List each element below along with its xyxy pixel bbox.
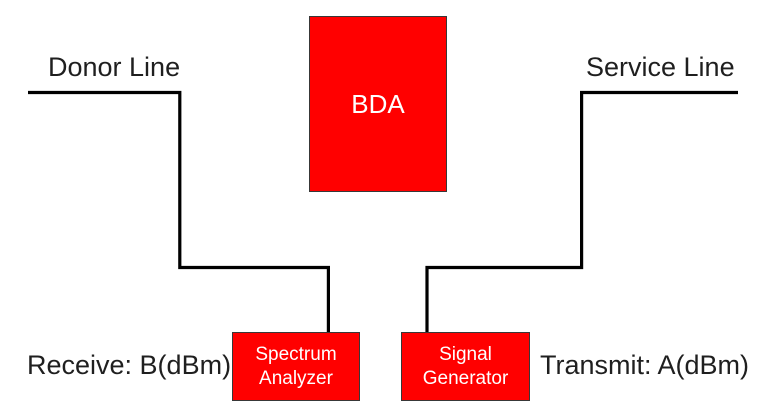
donor-line-label: Donor Line — [48, 52, 181, 82]
spectrum-analyzer-label-line1: Spectrum — [255, 343, 337, 365]
spectrum-analyzer-label-line2: Analyzer — [259, 367, 333, 389]
donor-line-connector — [28, 90, 330, 334]
signal-generator-label-line2: Generator — [422, 367, 509, 389]
signal-generator-label-line1: Signal — [439, 343, 492, 365]
transmit-label: Transmit: A(dBm) — [540, 350, 750, 380]
bda-label: BDA — [351, 88, 405, 119]
receive-label: Receive: B(dBm) — [27, 350, 232, 380]
spectrum-analyzer-box: Spectrum Analyzer — [232, 332, 360, 401]
service-line-connector — [425, 90, 738, 334]
signal-generator-box: Signal Generator — [401, 332, 530, 401]
service-line-label: Service Line — [586, 52, 735, 82]
bda-box: BDA — [309, 16, 447, 192]
